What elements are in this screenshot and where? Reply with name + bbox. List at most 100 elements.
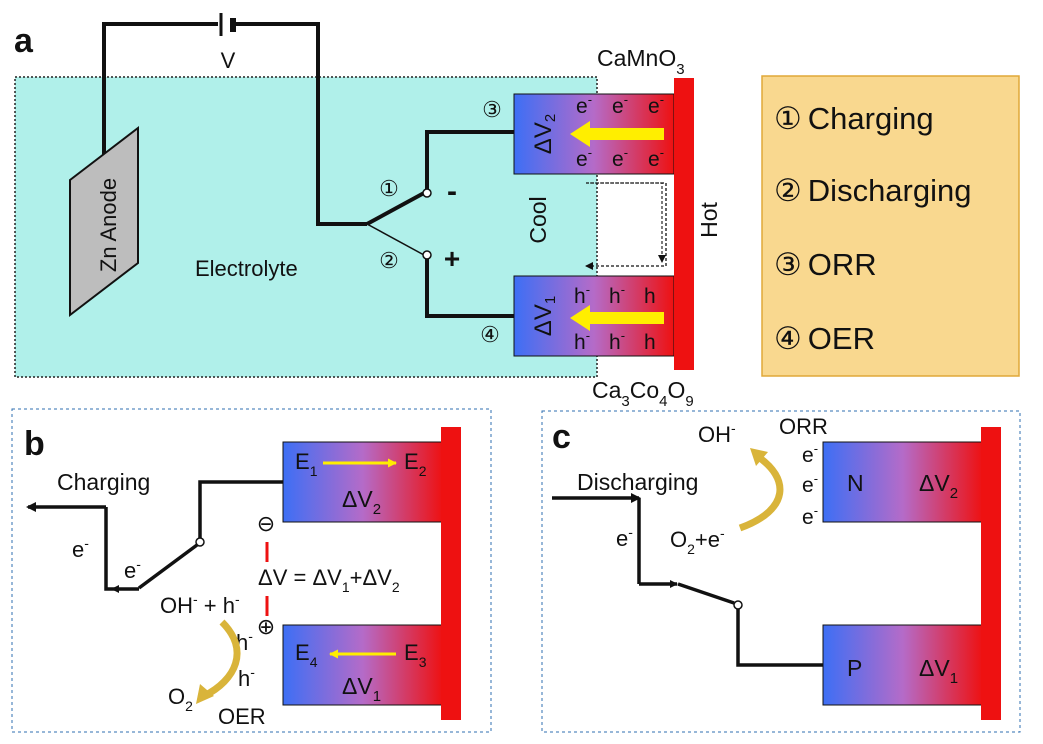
dv2-label-a: ΔV2	[530, 114, 559, 154]
hole-label: h	[644, 285, 656, 308]
b-oh-h: OH- + h-	[160, 591, 240, 618]
voltage-label: V	[221, 48, 236, 73]
plus-sign: +	[444, 243, 460, 274]
dv1-label-a: ΔV1	[530, 296, 559, 336]
hot-side-bar	[674, 78, 694, 370]
electron-label: e-	[648, 92, 664, 118]
electron-label: e-	[648, 145, 664, 171]
b-E4: E4	[295, 640, 318, 670]
hot-label: Hot	[696, 201, 722, 237]
b-oer-label: OER	[218, 704, 266, 729]
b-dv1: ΔV1	[342, 673, 381, 705]
b-o2: O2	[168, 684, 193, 714]
b-e-minus-1: e-	[72, 535, 89, 562]
c-orr-curve	[738, 453, 784, 532]
c-oh: OH-	[698, 420, 736, 447]
electron-row-bottom: e- e- e-	[576, 145, 664, 171]
hole-label: h-	[609, 282, 625, 308]
c-n-leg	[822, 441, 984, 523]
b-E3: E3	[404, 640, 427, 670]
wire-bottom	[425, 255, 514, 318]
c-dv1: ΔV1	[919, 655, 958, 687]
c-o2e: O2+e-	[670, 525, 725, 557]
c-p-label: P	[847, 655, 862, 681]
c-n-label: N	[847, 470, 864, 496]
yellow-arrow-bottom	[570, 305, 664, 331]
c-dv2: ΔV2	[919, 470, 958, 502]
minus-sign: -	[447, 175, 457, 208]
hole-row-bottom: h- h- h	[574, 328, 656, 354]
cathode-top-formula: CaMnO3	[597, 45, 685, 78]
b-oer-curve-head	[196, 684, 214, 704]
wire-switch	[236, 22, 367, 226]
electron-row-top: e- e- e-	[576, 92, 664, 118]
c-switch-arm	[677, 582, 735, 605]
c-electron-3: e-	[802, 503, 818, 529]
b-plus-circle: ⊕	[257, 614, 275, 639]
b-oer-curve	[202, 619, 241, 700]
c-electron-1: e-	[802, 441, 818, 467]
b-e-minus-2: e-	[124, 556, 141, 583]
electron-label: e-	[612, 145, 628, 171]
zn-anode	[69, 125, 139, 318]
electron-label: e-	[576, 145, 592, 171]
switch-contact-2	[422, 250, 432, 260]
hole-label: h-	[574, 282, 590, 308]
c-hot-bar	[981, 427, 1001, 720]
switch-arm	[366, 191, 425, 226]
number-4: ④	[480, 322, 500, 347]
yellow-arrow-top	[570, 121, 664, 147]
electron-label: e-	[612, 92, 628, 118]
c-orr-label: ORR	[779, 414, 828, 439]
number-2: ②	[379, 248, 399, 273]
hole-label: h-	[574, 328, 590, 354]
number-3: ③	[482, 97, 502, 122]
electrolyte-label: Electrolyte	[195, 256, 298, 281]
b-wire-top	[198, 480, 283, 541]
electron-label: e-	[576, 92, 592, 118]
panel-b-frame	[11, 408, 492, 733]
b-charging-label: Charging	[57, 469, 150, 495]
b-switch-contact	[195, 537, 205, 547]
cool-label: Cool	[525, 196, 551, 243]
hole-label: h-	[609, 328, 625, 354]
panel-b-letter: b	[24, 425, 45, 463]
anode-label: Zn Anode	[96, 178, 121, 272]
c-wire-to-p	[736, 609, 823, 667]
c-orr-curve-head	[750, 448, 768, 466]
wire-top	[425, 130, 514, 193]
b-E2: E2	[404, 449, 427, 479]
b-h-minus-2: h-	[238, 664, 255, 691]
b-minus-circle: ⊖	[257, 511, 275, 536]
c-electron-2: e-	[802, 471, 818, 497]
panel-a-letter: a	[14, 22, 34, 60]
b-dv2: ΔV2	[342, 486, 381, 518]
switch-arm-thin	[366, 223, 425, 256]
c-e-minus-wire: e-	[616, 524, 633, 551]
wire-anode	[102, 22, 218, 175]
panel-c-frame	[541, 410, 1021, 733]
b-dv-equation: ΔV = ΔV1+ΔV2	[258, 565, 400, 595]
heat-path-inner	[590, 182, 666, 263]
hole-label: h	[644, 331, 656, 354]
number-1: ①	[379, 176, 399, 201]
cathode-bottom-formula: Ca3Co4O9	[592, 377, 694, 410]
heat-path-outer	[585, 182, 667, 270]
panel-c-letter: c	[552, 418, 571, 456]
c-discharging-label: Discharging	[577, 469, 698, 495]
b-hot-bar	[441, 427, 461, 720]
switch-contact-1	[422, 188, 432, 198]
b-bottom-leg	[282, 624, 444, 706]
hole-row-top: h- h- h	[574, 282, 656, 308]
b-switch-arm	[137, 543, 199, 590]
b-top-leg	[282, 441, 444, 523]
c-switch-contact	[733, 600, 743, 610]
legend-box	[761, 75, 1020, 377]
b-E1: E1	[295, 449, 318, 479]
